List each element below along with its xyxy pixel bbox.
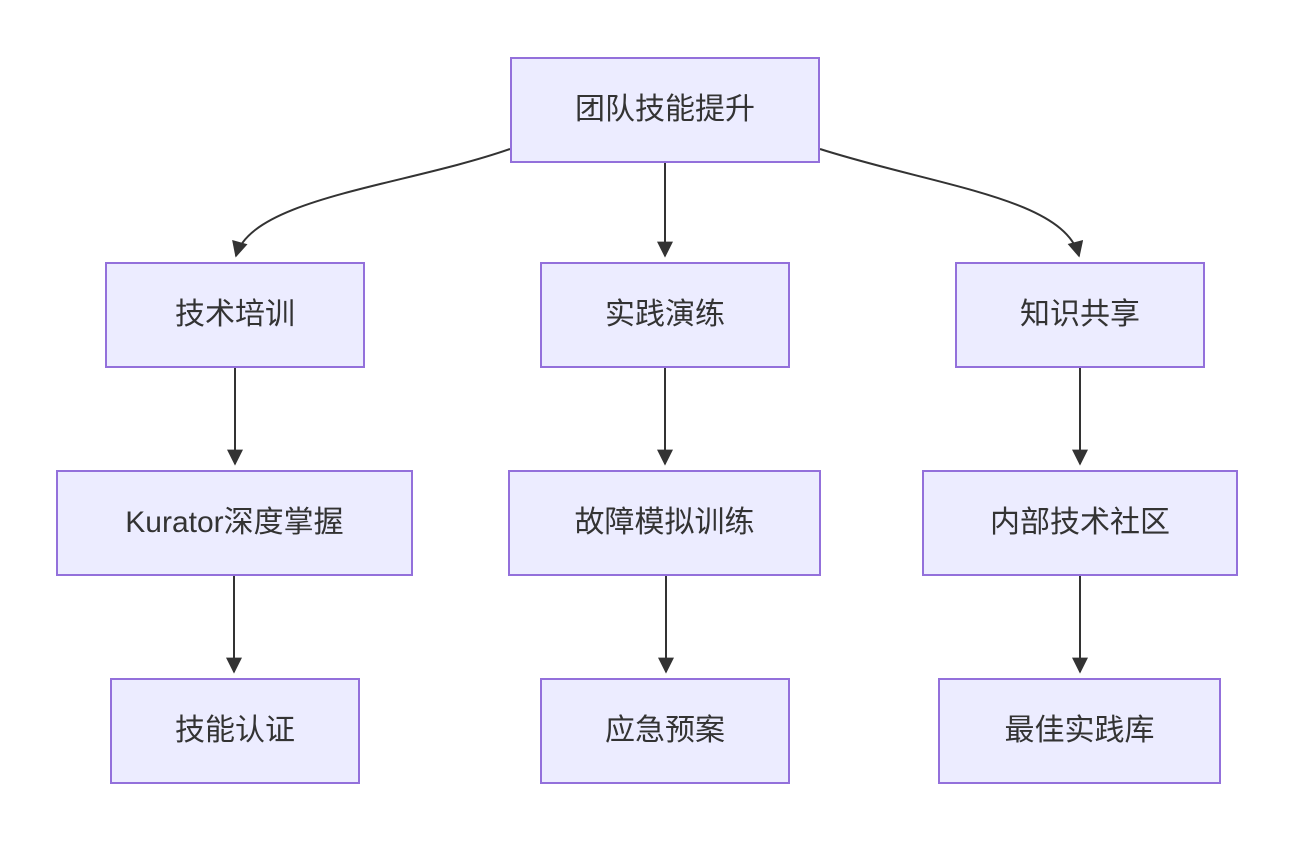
node-kurator-deep-mastery: Kurator深度掌握 <box>56 470 413 576</box>
node-label: 最佳实践库 <box>1004 714 1155 747</box>
node-skill-certification: 技能认证 <box>110 678 360 784</box>
node-label: 知识共享 <box>1020 298 1140 331</box>
node-practice-drill: 实践演练 <box>540 262 790 368</box>
node-best-practice-library: 最佳实践库 <box>938 678 1221 784</box>
node-technical-training: 技术培训 <box>105 262 365 368</box>
node-label: 内部技术社区 <box>990 506 1170 539</box>
edge-team-skill-improvement-to-knowledge-sharing <box>819 148 1084 258</box>
node-fault-simulation-training: 故障模拟训练 <box>508 470 821 576</box>
node-knowledge-sharing: 知识共享 <box>955 262 1205 368</box>
node-emergency-plan: 应急预案 <box>540 678 790 784</box>
edge-team-skill-improvement-to-technical-training <box>232 148 511 258</box>
node-label: 实践演练 <box>605 298 725 331</box>
node-internal-tech-community: 内部技术社区 <box>922 470 1238 576</box>
node-label: 技术培训 <box>175 298 295 331</box>
node-label: 技能认证 <box>175 714 295 747</box>
node-label: 应急预案 <box>605 714 725 747</box>
node-team-skill-improvement: 团队技能提升 <box>510 57 820 163</box>
node-label: 团队技能提升 <box>575 93 755 126</box>
node-label: Kurator深度掌握 <box>125 506 344 539</box>
node-label: 故障模拟训练 <box>574 506 755 539</box>
